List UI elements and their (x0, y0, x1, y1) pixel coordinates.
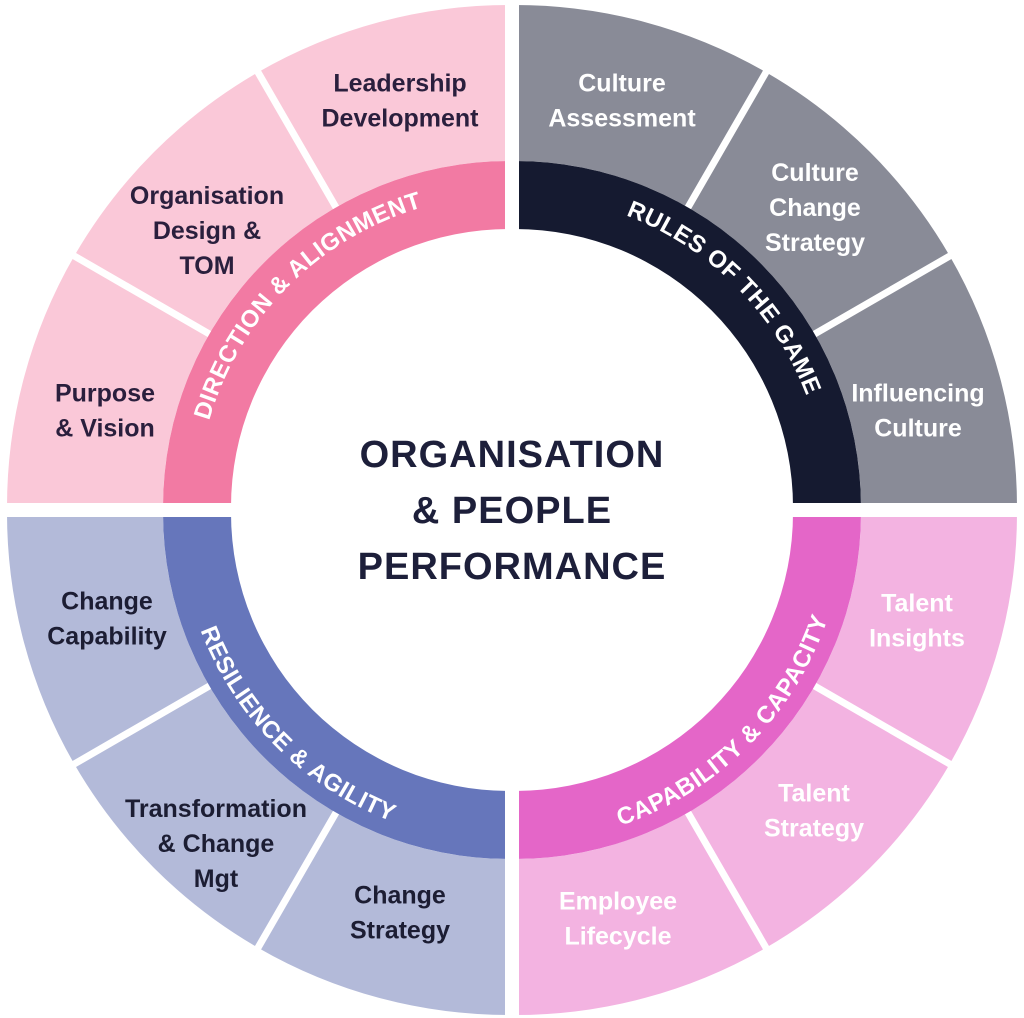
segment-transformation-and-change-mgt (74, 686, 336, 948)
segment-change-strategy (7, 513, 210, 764)
segment-talent-insights (814, 513, 1017, 764)
segment-divider (812, 250, 955, 338)
segment-divider (812, 682, 955, 770)
segment-organisation-design-and-tom (74, 72, 336, 334)
segment-purpose-and-vision (7, 256, 210, 507)
segment-divider (684, 67, 772, 210)
segment-divider (252, 67, 340, 210)
ring-band-resilience (163, 513, 509, 859)
segment-divider (252, 810, 340, 953)
segment-culture-assessment (515, 5, 766, 208)
segment-divider (69, 250, 212, 338)
segment-divider (684, 810, 772, 953)
center-circle (237, 235, 787, 785)
segment-change-capability (258, 812, 509, 1015)
segment-divider (69, 682, 212, 770)
segment-talent-strategy (688, 686, 950, 948)
segment-leadership-development (258, 5, 509, 208)
ring-band-direction (163, 161, 509, 507)
segment-culture-change-strategy (688, 72, 950, 334)
ring-band-capability (515, 513, 861, 859)
ring-band-rules (515, 161, 861, 507)
segment-influencing-culture (814, 256, 1017, 507)
segment-employee-lifecycle (515, 812, 766, 1015)
segment-label-purpose-and-vision: Purpose& Vision (55, 380, 155, 443)
